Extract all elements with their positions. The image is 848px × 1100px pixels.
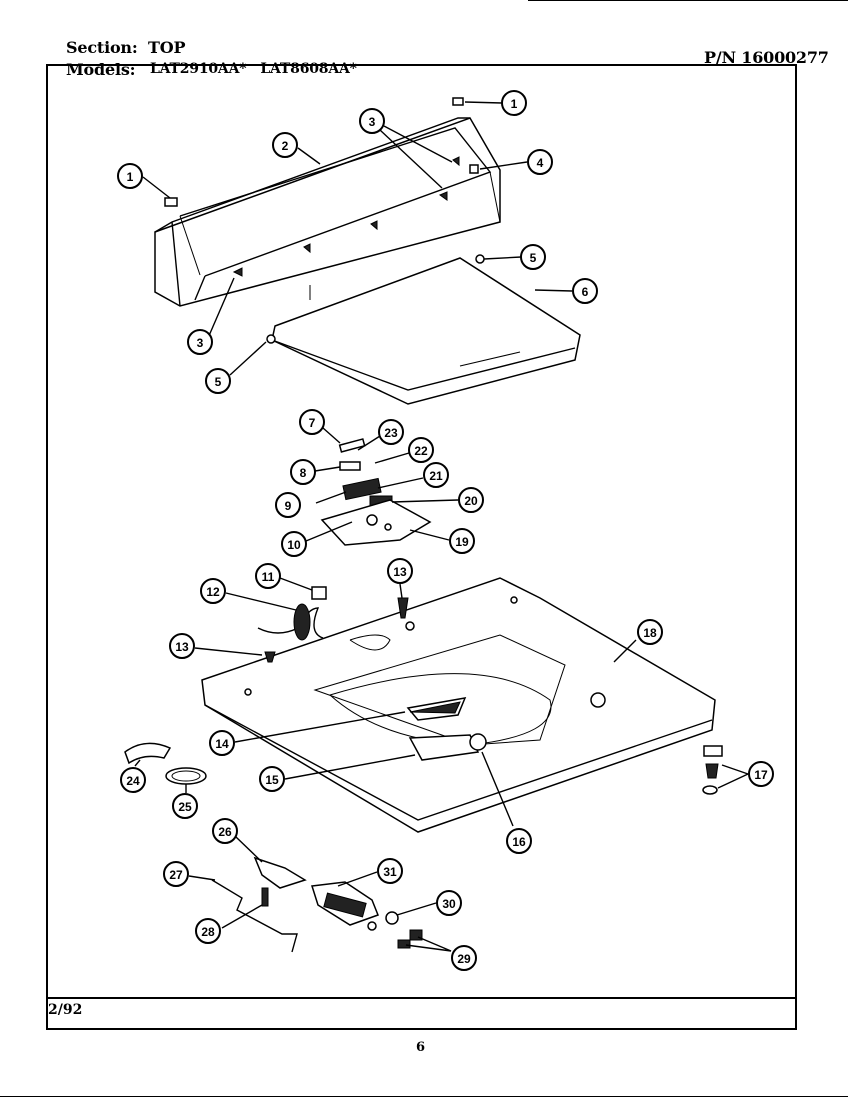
callout-20: 20 <box>458 487 484 513</box>
callout-29: 29 <box>451 945 477 971</box>
svg-text:9: 9 <box>285 499 292 513</box>
callout-3: 3 <box>359 108 385 134</box>
svg-text:18: 18 <box>643 626 657 640</box>
svg-text:14: 14 <box>215 737 229 751</box>
callout-6: 6 <box>572 278 598 304</box>
callout-31: 31 <box>377 858 403 884</box>
svg-text:15: 15 <box>265 773 279 787</box>
hinge-parts <box>702 745 723 795</box>
callout-8: 8 <box>290 459 316 485</box>
svg-text:1: 1 <box>127 170 134 184</box>
leader-lines <box>134 101 749 952</box>
svg-text:1: 1 <box>511 97 518 111</box>
callout-27: 27 <box>163 861 189 887</box>
part-number: P/N 16000277 <box>704 48 829 67</box>
revision-date: 2/92 <box>48 1002 83 1018</box>
svg-text:22: 22 <box>414 444 428 458</box>
callout-7: 7 <box>299 409 325 435</box>
callout-30: 30 <box>436 890 462 916</box>
svg-text:7: 7 <box>309 416 316 430</box>
svg-text:3: 3 <box>369 115 376 129</box>
svg-text:21: 21 <box>429 469 443 483</box>
callout-12: 12 <box>200 578 226 604</box>
callout-26: 26 <box>212 818 238 844</box>
svg-text:27: 27 <box>169 868 183 882</box>
callout-3: 3 <box>187 329 213 355</box>
top-rule <box>528 0 848 1</box>
svg-text:17: 17 <box>754 768 768 782</box>
callout-5: 5 <box>205 368 231 394</box>
washer-top <box>201 577 716 833</box>
control-panel-console <box>154 97 501 307</box>
callout-16: 16 <box>506 828 532 854</box>
callout-13: 13 <box>169 633 195 659</box>
svg-text:20: 20 <box>464 494 478 508</box>
harness-and-fasteners <box>257 586 409 663</box>
callout-24: 24 <box>120 767 146 793</box>
svg-text:5: 5 <box>215 375 222 389</box>
callout-1: 1 <box>501 90 527 116</box>
page-number: 6 <box>416 1040 426 1055</box>
bottom-rule <box>0 1096 848 1097</box>
svg-text:30: 30 <box>442 897 456 911</box>
lid-switch-assembly <box>320 438 432 546</box>
svg-text:19: 19 <box>455 535 469 549</box>
svg-text:11: 11 <box>262 570 275 584</box>
callout-19: 19 <box>449 528 475 554</box>
svg-text:10: 10 <box>287 538 301 552</box>
lid <box>266 254 581 405</box>
hose-clamp-parts <box>124 742 207 785</box>
callout-21: 21 <box>423 462 449 488</box>
svg-text:4: 4 <box>537 156 544 170</box>
section-label: Section: <box>66 38 138 57</box>
svg-text:23: 23 <box>384 426 398 440</box>
svg-text:28: 28 <box>201 925 215 939</box>
svg-text:3: 3 <box>197 336 204 350</box>
svg-text:2: 2 <box>282 139 289 153</box>
svg-text:8: 8 <box>300 466 307 480</box>
diagram-frame <box>46 64 797 1030</box>
callout-25: 25 <box>172 793 198 819</box>
callout-10: 10 <box>281 531 307 557</box>
svg-text:26: 26 <box>218 825 232 839</box>
svg-text:12: 12 <box>206 585 220 599</box>
callout-18: 18 <box>637 619 663 645</box>
callout-5: 5 <box>520 244 546 270</box>
callout-4: 4 <box>527 149 553 175</box>
callout-22: 22 <box>408 437 434 463</box>
svg-text:31: 31 <box>383 865 397 879</box>
callout-28: 28 <box>195 918 221 944</box>
svg-text:5: 5 <box>530 251 537 265</box>
callout-23: 23 <box>378 419 404 445</box>
svg-text:16: 16 <box>512 835 526 849</box>
callout-13: 13 <box>387 558 413 584</box>
callout-11: 11 <box>255 563 281 589</box>
svg-text:24: 24 <box>126 774 140 788</box>
svg-text:6: 6 <box>582 285 589 299</box>
svg-text:13: 13 <box>393 565 407 579</box>
svg-text:13: 13 <box>175 640 189 654</box>
svg-text:25: 25 <box>178 800 192 814</box>
callout-17: 17 <box>748 761 774 787</box>
section-value: TOP <box>148 38 186 57</box>
callout-9: 9 <box>275 492 301 518</box>
callout-2: 2 <box>272 132 298 158</box>
footer-rule <box>46 997 797 999</box>
svg-text:29: 29 <box>457 952 471 966</box>
callout-15: 15 <box>259 766 285 792</box>
callout-14: 14 <box>209 730 235 756</box>
actuator-parts <box>211 856 423 953</box>
callout-1: 1 <box>117 163 143 189</box>
